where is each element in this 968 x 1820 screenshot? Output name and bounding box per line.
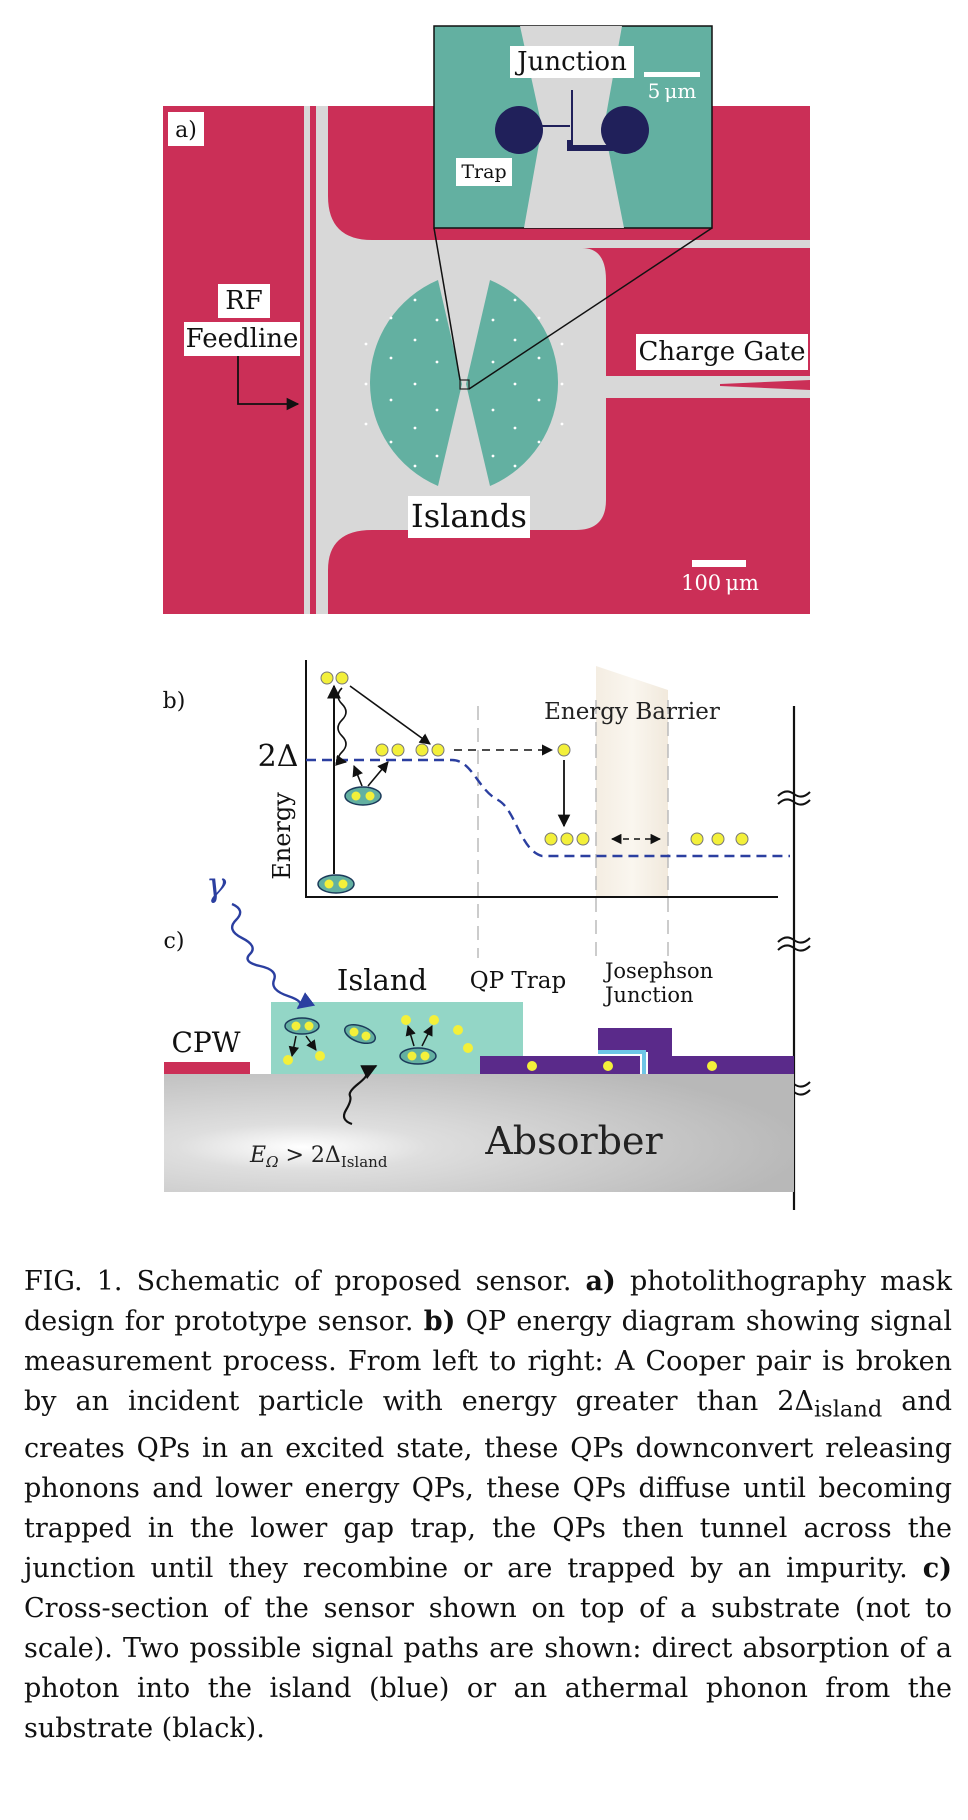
island-left — [369, 280, 462, 486]
panel-c: c) γ Absorber CPW Island QP Trap Josephs… — [164, 865, 794, 1192]
absorber-label: Absorber — [484, 1119, 663, 1163]
caption-b-label: b) — [423, 1306, 456, 1337]
inset-scalebar — [644, 72, 700, 77]
cpw-line — [164, 1062, 250, 1074]
gap-profile — [306, 758, 790, 858]
caption-a-text: photolithography mask design for prototy… — [24, 1266, 952, 1337]
photon-path — [230, 902, 316, 1010]
cooper-pair-excited — [344, 786, 382, 806]
inset-scale-label: 5 μm — [648, 79, 697, 103]
zoom-box — [459, 379, 470, 390]
panel-a: Junction 5 μm Trap a) RF Feedline Charge… — [163, 25, 810, 614]
islands-label: Islands — [411, 497, 527, 535]
caption-intro: Schematic of proposed sensor. — [122, 1266, 586, 1297]
caption-figure-number: FIG. 1. — [24, 1266, 123, 1297]
junction-lead-right — [567, 136, 613, 151]
jj-label-line1: Josephson — [603, 959, 713, 983]
absorber-substrate — [164, 1074, 794, 1192]
phonon-energy-label: EΩ > 2ΔIsland — [249, 1143, 388, 1171]
main-scale-label: 100 μm — [681, 571, 759, 595]
qp-excited — [320, 671, 334, 685]
figure-1: Junction 5 μm Trap a) RF Feedline Charge… — [163, 25, 811, 1210]
caption-b-text1: QP energy diagram showing signal measure… — [24, 1306, 952, 1417]
energy-axis-label: Energy — [268, 792, 296, 880]
tunneled-qps — [690, 832, 749, 846]
island-right — [466, 280, 559, 486]
downconversion-arrow — [349, 685, 431, 745]
island-cooper-pair-1 — [284, 1017, 320, 1035]
trap-qps — [527, 1061, 717, 1071]
inset-title: Junction — [514, 47, 627, 77]
island-label: Island — [337, 963, 427, 997]
rf-label-line2: Feedline — [186, 324, 299, 354]
caption-b-subscript: island — [813, 1396, 883, 1423]
gamma-label: γ — [206, 865, 227, 905]
junction-bottom-electrode-right — [648, 1056, 794, 1074]
jj-label-line2: Junction — [603, 983, 694, 1007]
charge-gate-label: Charge Gate — [639, 337, 806, 367]
rf-arrow — [237, 356, 300, 411]
cooper-pair-ground — [317, 874, 355, 894]
island-holes — [364, 298, 564, 468]
figure-caption: FIG. 1. Schematic of proposed sensor. a)… — [24, 1262, 952, 1749]
island-cooper-pair-3 — [399, 1047, 437, 1065]
phonon-path — [342, 1065, 378, 1126]
trap-pad-left — [495, 106, 543, 154]
tunnel-barrier — [598, 1050, 646, 1074]
feedline-gap-right — [316, 106, 322, 614]
barrier-label: Energy Barrier — [544, 699, 720, 725]
qp-trap-layer — [480, 1056, 640, 1074]
feedline-gap-left — [304, 106, 310, 614]
qp-trap-label: QP Trap — [470, 968, 566, 994]
panel-c-label: c) — [164, 929, 185, 954]
gap-label: 2Δ — [258, 739, 299, 774]
cpw-label: CPW — [171, 1026, 240, 1059]
trapped-qps — [544, 832, 590, 846]
caption-c-label: c) — [922, 1553, 952, 1585]
junction-top-electrode — [598, 1028, 672, 1052]
caption-a-label: a) — [585, 1266, 616, 1297]
rf-label-line1: RF — [225, 286, 263, 316]
panel-a-label: a) — [175, 118, 197, 143]
panel-b: b) Energy Barrier Energy 2Δ — [163, 660, 811, 1210]
charge-gate-line — [720, 380, 810, 390]
zoom-line-right — [468, 227, 713, 390]
caption-b-text2: and creates QPs in an excited state, the… — [24, 1386, 953, 1585]
phonon-emission — [335, 687, 348, 766]
island-cavity — [322, 106, 810, 614]
inset-trap-label: Trap — [461, 161, 506, 183]
qps-at-gap — [375, 743, 445, 757]
zoom-line-left — [433, 227, 461, 381]
main-scalebar — [692, 560, 746, 567]
panel-b-label: b) — [163, 689, 186, 714]
caption-c-text: Cross-section of the sensor shown on top… — [24, 1593, 952, 1745]
